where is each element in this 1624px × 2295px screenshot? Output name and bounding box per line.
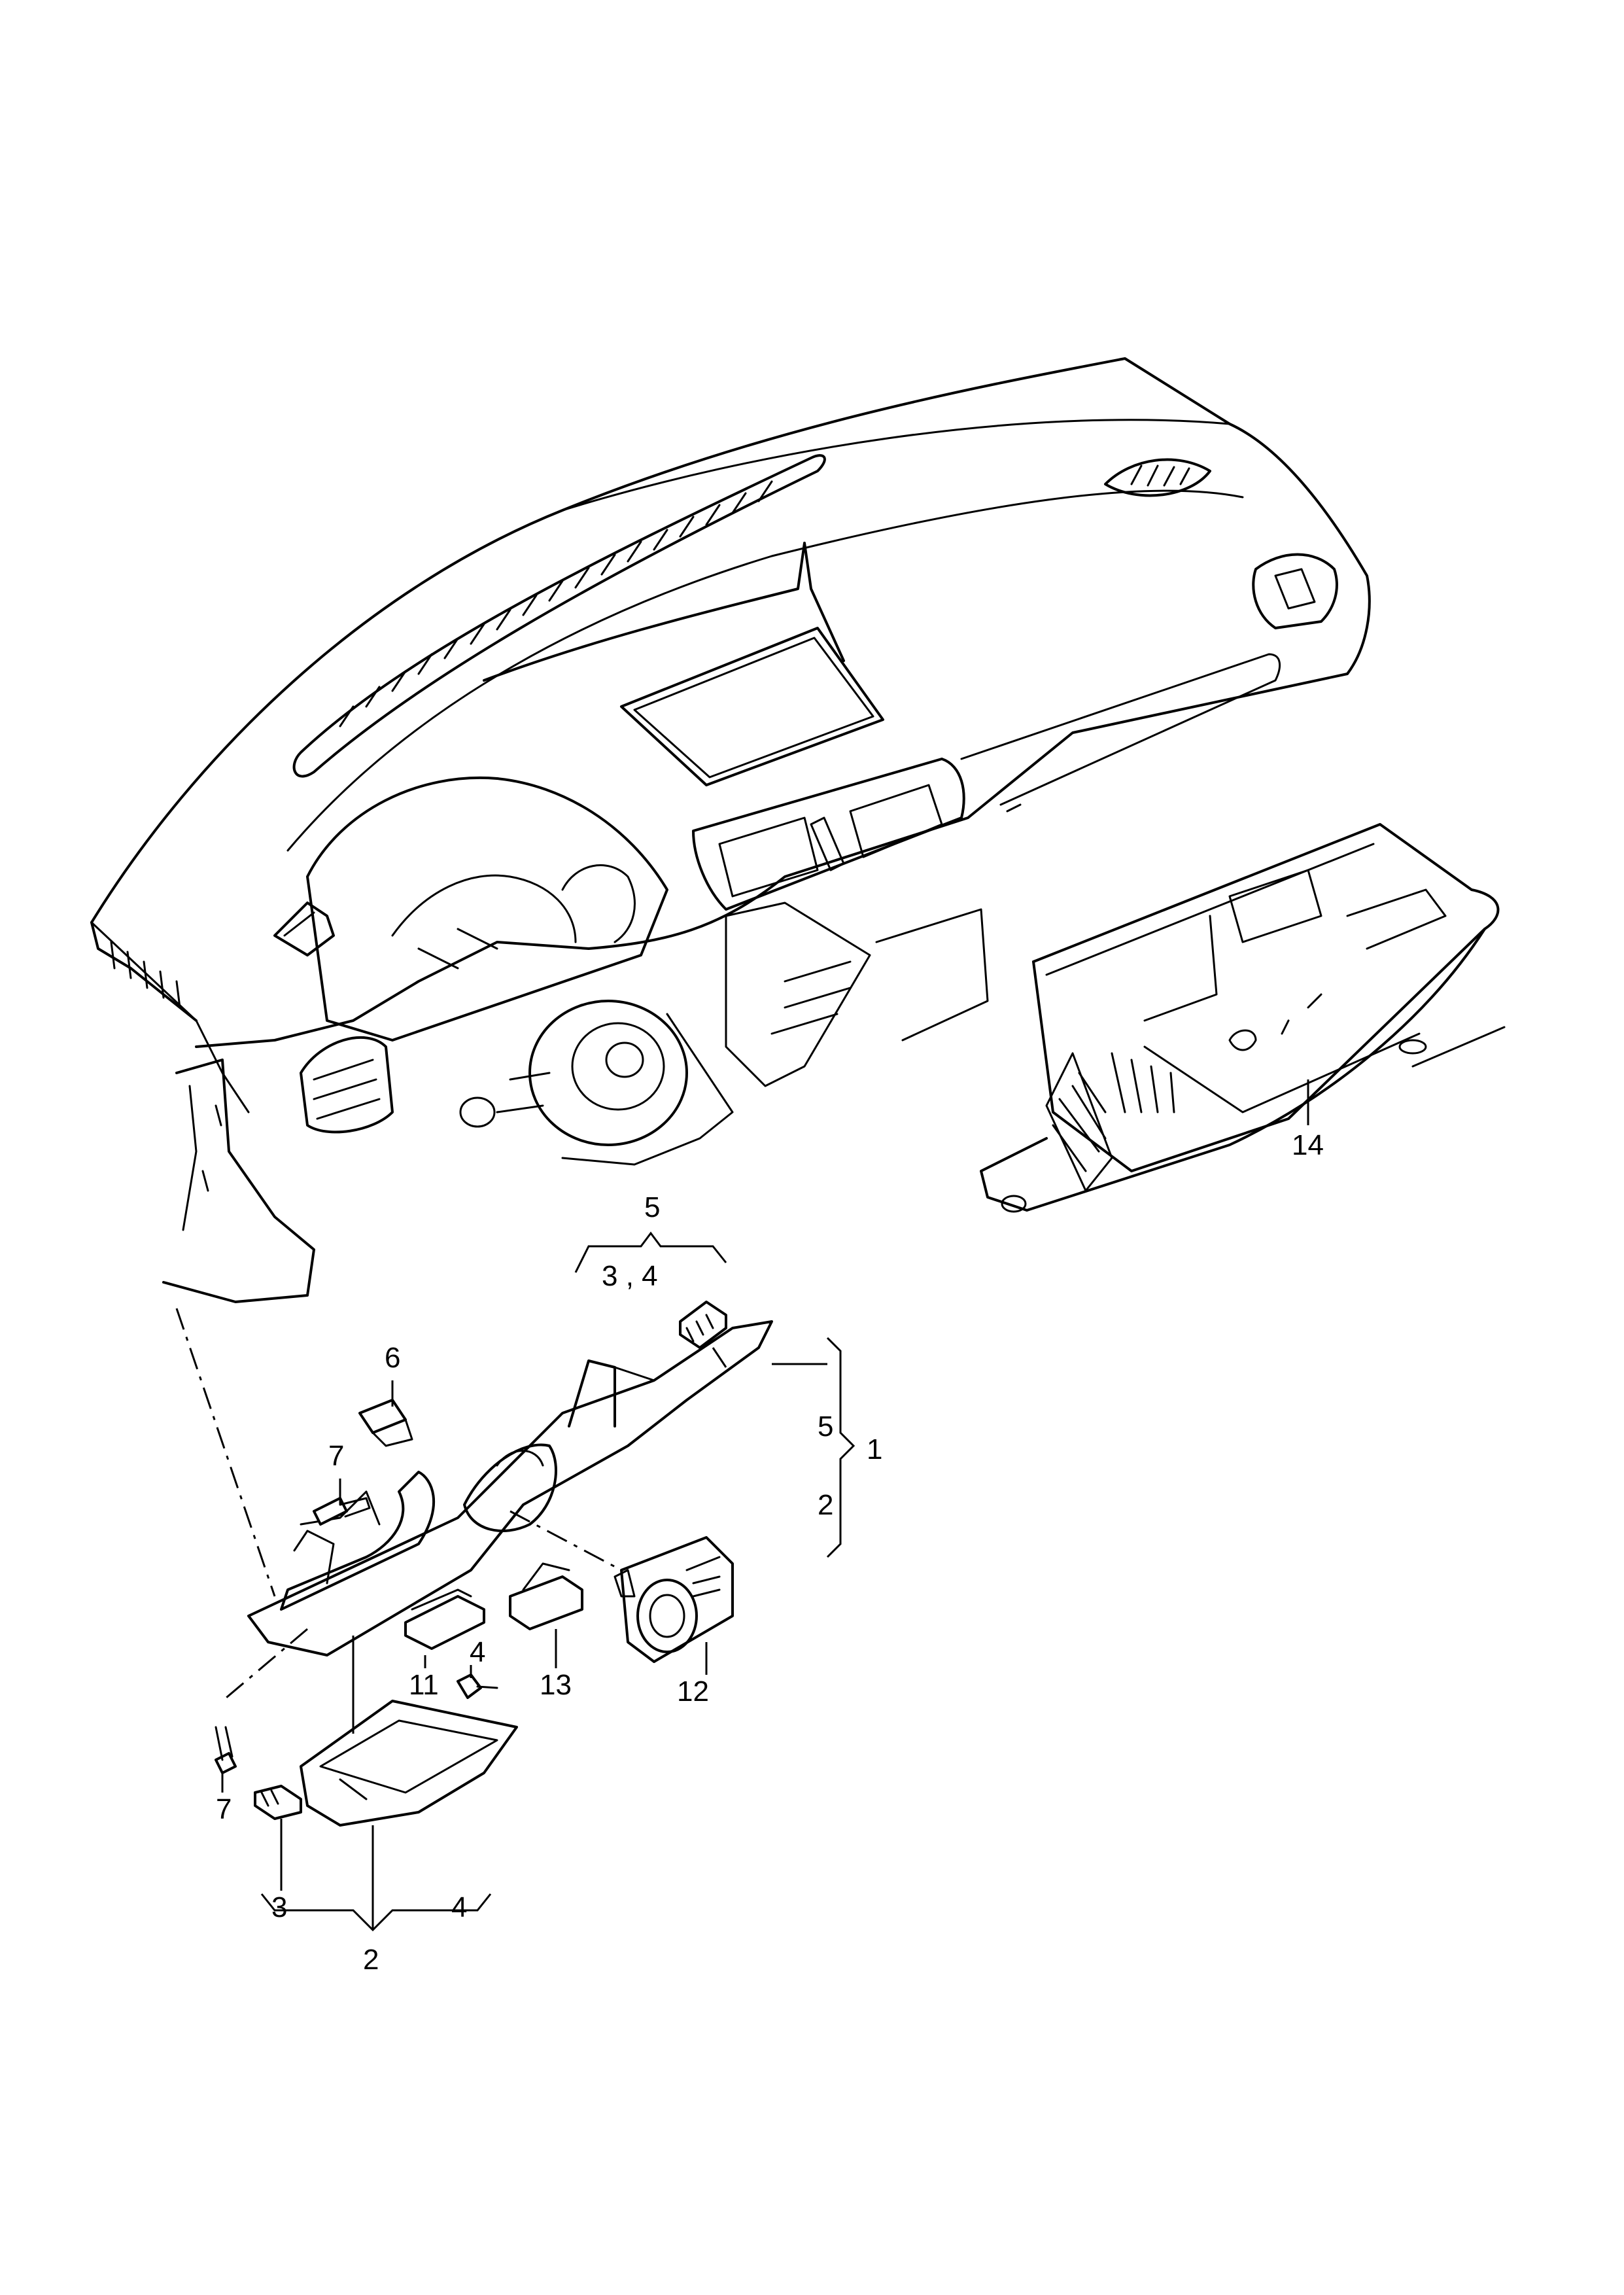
callout-4-screw: 4: [470, 1636, 485, 1668]
callout-1: 1: [867, 1433, 882, 1465]
callout-5-right: 5: [818, 1410, 833, 1443]
callout-12: 12: [677, 1675, 709, 1708]
callout-3-4: 3 , 4: [602, 1260, 658, 1292]
callout-14: 14: [1292, 1129, 1324, 1161]
dashboard-panel: [90, 357, 1371, 1303]
clip-5-top: [679, 1301, 727, 1349]
callout-11: 11: [409, 1669, 439, 1701]
callout-5-top: 5: [644, 1191, 660, 1223]
light-switch-12: [613, 1536, 734, 1663]
bracket-braces: [260, 1231, 855, 1932]
lower-trim-panel-1: [247, 1320, 773, 1656]
callout-6: 6: [385, 1342, 400, 1374]
clip-3: [254, 1785, 302, 1820]
callout-labels: 5 3 , 4 6 7 5 1 2 11 13 4 12 7 3 4 2 14: [216, 1129, 1324, 1976]
screw-7-upper: [313, 1497, 371, 1526]
screw-7-lower: [215, 1726, 237, 1774]
switch-11: [404, 1588, 485, 1650]
callout-7-upper: 7: [328, 1440, 344, 1472]
screw-4: [457, 1673, 498, 1699]
callout-2-right: 2: [818, 1489, 833, 1521]
glovebox-14: [980, 823, 1506, 1213]
callout-13: 13: [540, 1669, 572, 1701]
callout-3: 3: [271, 1891, 287, 1923]
storage-tray-2: [300, 1700, 518, 1827]
callout-4-bottom: 4: [451, 1891, 467, 1923]
switch-13: [509, 1562, 583, 1630]
callout-7-lower: 7: [216, 1793, 232, 1825]
leader-lines: [175, 1079, 1309, 1930]
callout-2-bottom: 2: [363, 1944, 379, 1976]
clip-6: [358, 1399, 413, 1447]
